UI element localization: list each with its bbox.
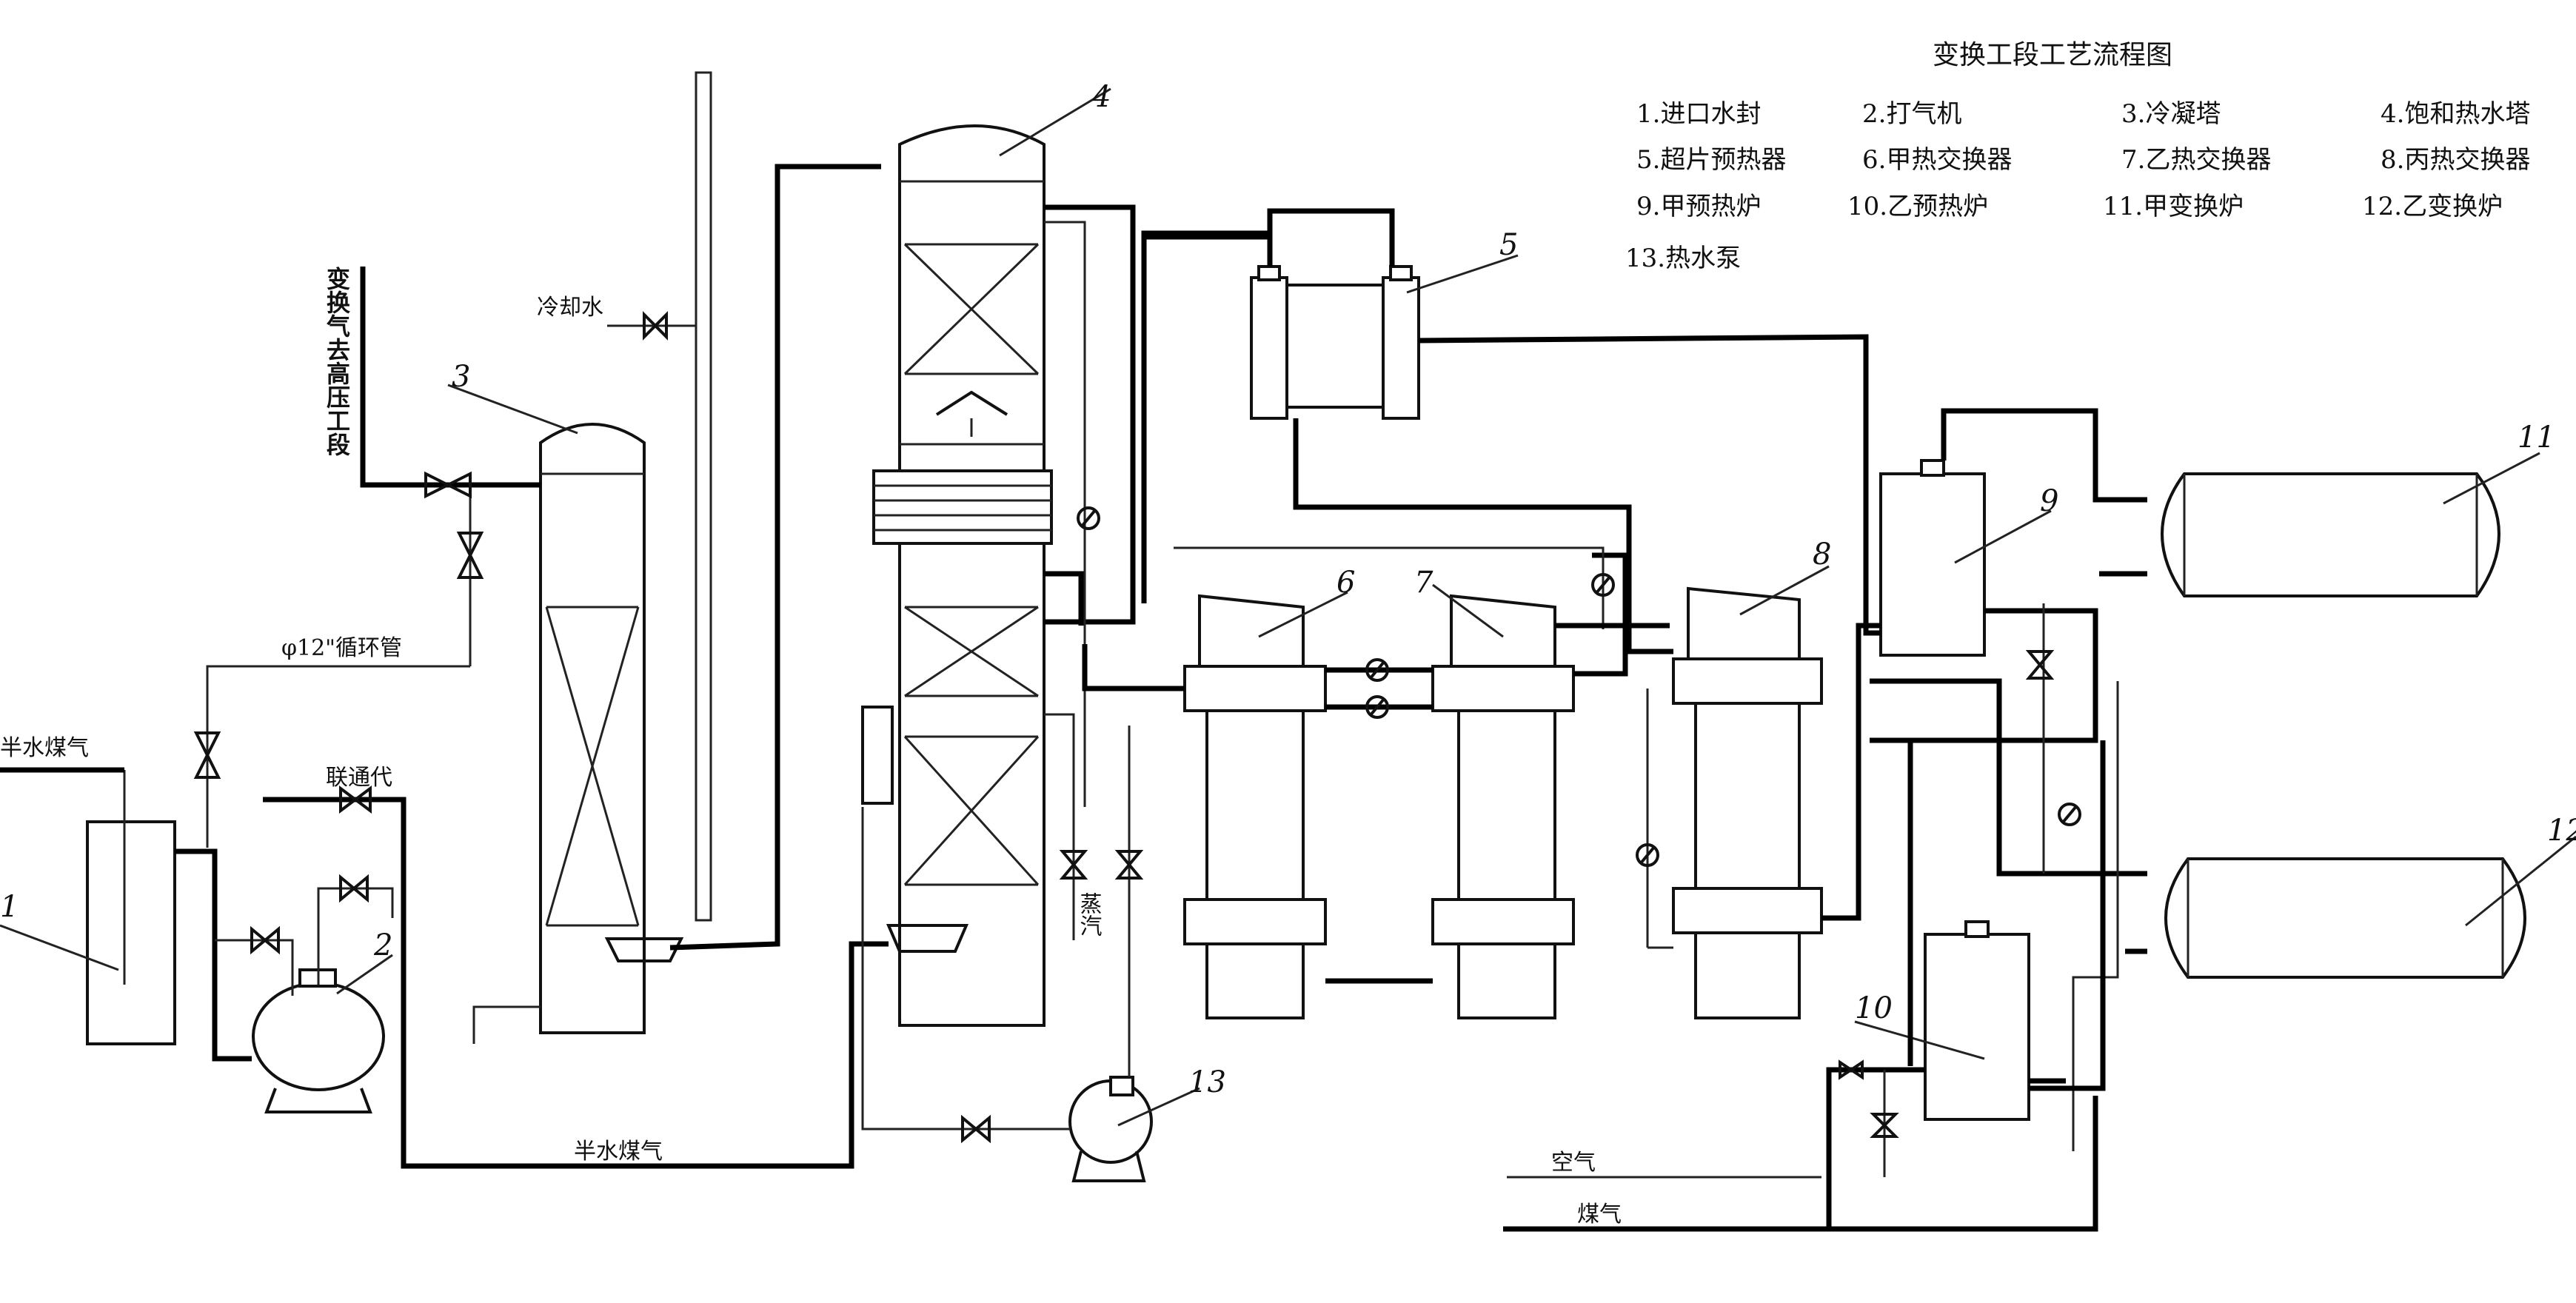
number-11: 11: [2518, 421, 2555, 455]
number-9: 9: [2040, 484, 2058, 518]
legend-item-3: 3.冷凝塔: [2121, 99, 2221, 129]
heat-exchanger-c: [1672, 565, 1830, 1019]
heat-exchanger-a: [1183, 591, 1348, 1019]
number-6: 6: [1336, 566, 1355, 600]
number-13: 13: [1188, 1065, 1226, 1099]
legend-item-1: 1.进口水封: [1636, 99, 1761, 129]
legend-item-11: 11.甲变换炉: [2103, 192, 2244, 221]
legend-item-7: 7.乙热交换器: [2121, 145, 2271, 175]
hot-water-pump: [1068, 1076, 1200, 1182]
preheating-furnace-a: [1879, 459, 2052, 657]
super-preheater: [1250, 254, 1519, 420]
condensing-tower: [447, 71, 712, 1034]
number-7: 7: [1414, 566, 1433, 600]
number-2: 2: [373, 928, 392, 962]
label-cooling-water: 冷却水: [537, 295, 603, 321]
legend-item-13: 13.热水泵: [1625, 244, 1741, 273]
piping: [0, 164, 2147, 1232]
number-8: 8: [1813, 537, 1831, 572]
legend-item-10: 10.乙预热炉: [1847, 192, 1988, 221]
shift-converter-a: [2161, 452, 2540, 597]
legend-item-9: 9.甲预热炉: [1636, 192, 1761, 221]
number-10: 10: [1855, 991, 1893, 1025]
number-12: 12: [2547, 814, 2576, 848]
label-semi-water-gas-inlet: 半水煤气: [0, 735, 89, 761]
label-circulation-pipe: φ12"循环管: [281, 635, 402, 661]
legend: 变换工段工艺流程图 1.进口水封 2.打气机 3.冷凝塔 4.饱和热水塔 5.超…: [1625, 40, 2530, 273]
heat-exchanger-b: [1431, 583, 1575, 1019]
shift-converter-b: [2164, 835, 2576, 979]
legend-item-8: 8.丙热交换器: [2381, 145, 2530, 175]
label-air: 空气: [1551, 1150, 1596, 1176]
stream-labels: 变换气去高压工段 冷却水 φ12"循环管 半水煤气 联通代 半水煤气 蒸汽 空气…: [0, 266, 1622, 1227]
legend-item-6: 6.甲热交换器: [1862, 145, 2012, 175]
label-steam: 蒸汽: [1076, 892, 1102, 937]
legend-title: 变换工段工艺流程图: [1933, 40, 2172, 70]
preheating-furnace-b: [1854, 920, 2030, 1121]
inlet-water-seal: [0, 770, 176, 1045]
label-connecting-pipe: 联通代: [326, 765, 392, 791]
legend-item-4: 4.饱和热水塔: [2381, 99, 2530, 129]
number-4: 4: [1091, 80, 1111, 114]
blower: [252, 954, 393, 1113]
label-semi-water-gas-bottom: 半水煤气: [574, 1139, 663, 1165]
label-outlet-gas: 变换气去高压工段: [323, 266, 351, 456]
legend-item-12: 12.乙变换炉: [2362, 192, 2503, 221]
number-3: 3: [452, 360, 470, 394]
valves: [193, 311, 2081, 1144]
number-1: 1: [0, 890, 19, 924]
equipment-numbers: 1 2 3 4 5 6 7 8 9 10 11 12 13: [0, 80, 2576, 1099]
saturation-hot-water-tower: [861, 87, 1111, 1027]
number-5: 5: [1499, 228, 1518, 262]
label-coal-gas: 煤气: [1577, 1202, 1622, 1227]
legend-item-5: 5.超片预热器: [1636, 145, 1786, 175]
legend-item-2: 2.打气机: [1862, 99, 1961, 129]
